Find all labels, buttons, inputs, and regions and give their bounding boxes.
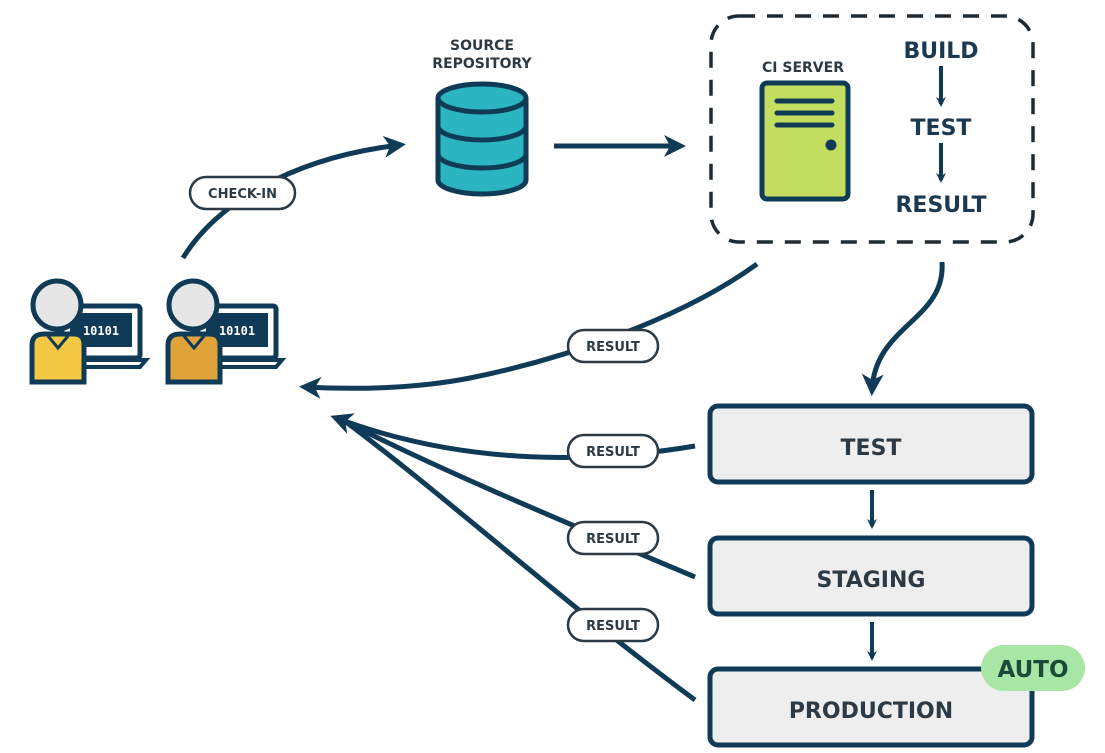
person-head-icon — [30, 278, 84, 332]
check-in-label: CHECK-IN — [208, 187, 277, 202]
server-icon — [759, 80, 851, 202]
developer-1: 10101 — [29, 278, 151, 385]
test-result-pill: RESULT — [566, 433, 660, 469]
ci-result-arrow — [299, 261, 759, 399]
ci-result-label: RESULT — [586, 340, 640, 355]
production-result-label: RESULT — [586, 619, 640, 634]
ci-step-build: BUILD — [903, 39, 978, 64]
ci-step-test: TEST — [911, 116, 972, 141]
person-head-icon — [166, 278, 220, 332]
production-result-arrow — [344, 420, 697, 703]
test-result-label: RESULT — [586, 445, 640, 460]
ci-result-pill: RESULT — [566, 328, 660, 364]
stage-test-label: TEST — [841, 436, 902, 461]
staging-result-label: RESULT — [586, 532, 640, 547]
auto-badge-label: AUTO — [997, 657, 1068, 683]
ci-step-result: RESULT — [895, 193, 986, 218]
screen-text: 10101 — [83, 324, 119, 338]
stage-staging-label: STAGING — [817, 568, 926, 593]
developer-2: 10101 — [165, 278, 287, 385]
stage-production-label: PRODUCTION — [789, 699, 953, 724]
stage-production: PRODUCTION — [707, 666, 1035, 748]
source-repository-label-line2: REPOSITORY — [432, 56, 532, 72]
screen-text: 10101 — [219, 324, 255, 338]
ci-server-group — [709, 14, 1035, 244]
auto-badge: AUTO — [981, 645, 1085, 691]
person-body-icon — [165, 331, 223, 385]
database-icon — [435, 81, 529, 197]
stage-staging: STAGING — [707, 535, 1035, 617]
stage-test: TEST — [707, 403, 1035, 485]
ci-to-test-arrow — [861, 261, 945, 396]
check-in-pill: CHECK-IN — [188, 175, 297, 211]
production-result-pill: RESULT — [566, 607, 660, 643]
staging-result-pill: RESULT — [566, 520, 660, 556]
source-repository-label-line1: SOURCE — [450, 38, 514, 54]
person-body-icon — [29, 331, 87, 385]
ci-server-label: CI SERVER — [762, 60, 844, 76]
